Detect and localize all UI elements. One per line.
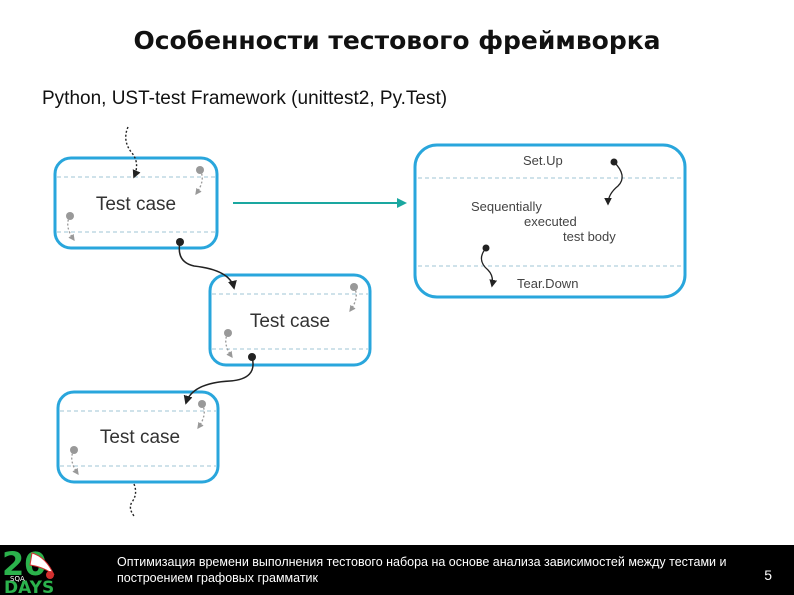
- test-detail-box: Set.Up Sequentially executed test body T…: [413, 143, 687, 299]
- test-case-label-1: Test case: [96, 194, 176, 215]
- entry-arrow: [125, 126, 141, 179]
- page-number: 5: [764, 567, 772, 583]
- teardown-label: Tear.Down: [517, 276, 578, 291]
- svg-text:SQA: SQA: [10, 575, 25, 583]
- flow-arrow-1-2: [178, 241, 237, 290]
- exit-arrow: [129, 483, 137, 517]
- page-title: Особенности тестового фреймворка: [133, 26, 661, 55]
- test-case-label-3: Test case: [100, 427, 180, 448]
- body-label-line1: Sequentially: [471, 199, 542, 214]
- test-case-box-1: Test case: [53, 156, 219, 250]
- page-subtitle: Python, UST-test Framework (unittest2, P…: [42, 88, 448, 109]
- footer-bar: 20 DAYS SQA Оптимизация времени выполнен…: [0, 545, 794, 595]
- sqa-days-logo: 20 DAYS SQA: [2, 545, 55, 595]
- svg-text:DAYS: DAYS: [4, 578, 54, 595]
- setup-label: Set.Up: [523, 153, 563, 168]
- test-case-box-2: Test case: [208, 273, 372, 367]
- test-flow-diagram: Test case Test case Test case Set.Up Seq: [53, 126, 687, 517]
- test-case-box-3: Test case: [56, 390, 220, 484]
- test-case-label-2: Test case: [250, 311, 330, 332]
- body-label-line3: test body: [563, 229, 616, 244]
- flow-arrow-2-3: [183, 356, 254, 405]
- footer-caption: Оптимизация времени выполнения тестового…: [117, 555, 727, 585]
- body-label-line2: executed: [524, 214, 577, 229]
